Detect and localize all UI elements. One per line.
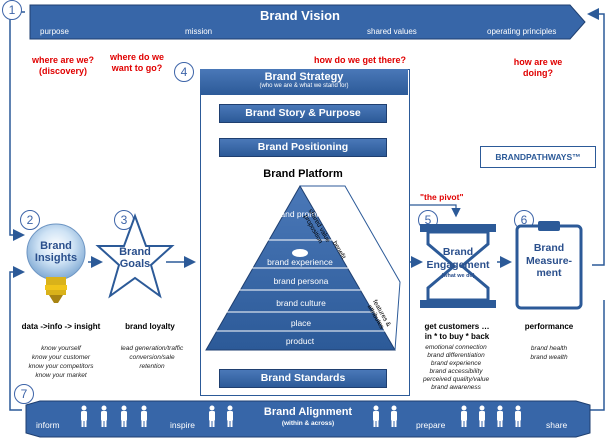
alignment-item-prepare: prepare: [416, 420, 446, 430]
vision-title: Brand Vision: [260, 8, 340, 23]
vision-item-mission: mission: [185, 27, 213, 36]
brand-story-box: Brand Story & Purpose: [219, 104, 387, 123]
strategy-title: Brand Strategy: [264, 71, 344, 83]
strategy-header: Brand Strategy (who we are & what we sta…: [200, 69, 408, 95]
step-number-5: 5: [418, 210, 438, 230]
layer-brand-culture: brand culture: [276, 298, 326, 308]
question-how-doing: how are we doing?: [513, 57, 563, 78]
layer-brand-experience: brand experience: [267, 257, 333, 267]
engagement-subtitle: (what we do): [441, 273, 475, 279]
engagement-bold: get customers …in * to buy * back: [424, 322, 490, 341]
vision-item-shared-values: shared values: [367, 27, 417, 36]
step-number-1: 1: [2, 0, 22, 20]
alignment-item-inspire: inspire: [170, 420, 196, 430]
measurement-bold: performance: [524, 322, 574, 331]
step-number-4: 4: [174, 62, 194, 82]
pivot-label: "the pivot": [420, 192, 464, 202]
insights-bold: data ->info -> insight: [21, 322, 101, 331]
alignment-item-share: share: [546, 420, 568, 430]
vision-item-operating-principles: operating principles: [487, 27, 557, 36]
step-number-7: 7: [14, 384, 34, 404]
layer-brand-promise: brand promise: [272, 209, 328, 219]
alignment-title: Brand Alignment: [263, 406, 353, 418]
goals-bold: brand loyalty: [125, 322, 175, 331]
step-number-6: 6: [514, 210, 534, 230]
strategy-subtitle: (who we are & what we stand for): [259, 83, 349, 89]
question-discovery: where are we?(discovery): [31, 55, 95, 76]
vision-item-purpose: purpose: [40, 27, 69, 36]
step-number-3: 3: [114, 210, 134, 230]
alignment-item-inform: inform: [36, 420, 60, 430]
alignment-subtitle: (within & across): [281, 420, 335, 427]
step-number-2: 2: [20, 210, 40, 230]
layer-place: place: [290, 318, 312, 328]
brand-standards-box: Brand Standards: [219, 369, 387, 388]
layer-brand-persona: brand persona: [273, 276, 329, 286]
brandpathways-logo: BRANDPATHWAYS™: [480, 146, 596, 168]
brand-positioning-box: Brand Positioning: [219, 138, 387, 157]
question-get-there: how do we get there?: [313, 55, 406, 65]
layer-product: product: [285, 336, 315, 346]
brand-platform-title: Brand Platform: [263, 168, 343, 180]
